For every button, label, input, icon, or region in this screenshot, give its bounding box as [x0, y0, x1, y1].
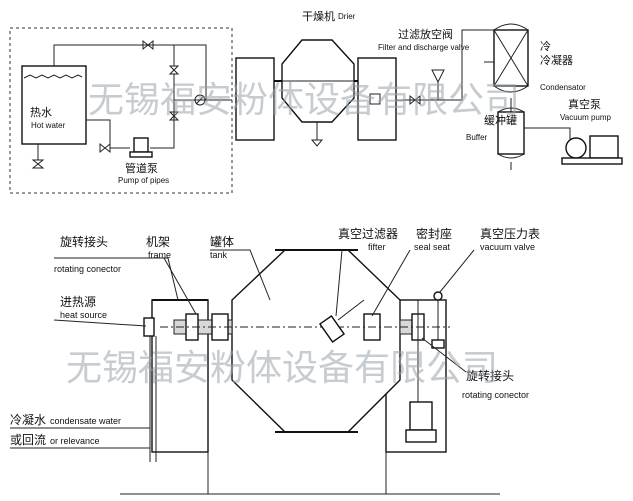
pipe-pump: [129, 137, 153, 158]
drier-label-en: Drier: [338, 12, 356, 21]
vacuum-pump-label-en: Vacuum pump: [560, 113, 612, 122]
heat-source-label-en: heat source: [60, 310, 107, 320]
watermark-bottom: 无锡福安粉体设备有限公司: [66, 348, 498, 389]
leader-lines: [10, 249, 475, 449]
condensate-label-en: condensate water: [50, 416, 121, 426]
relevance-label-en: or relevance: [50, 436, 100, 446]
frame-label-cn: 机架: [146, 235, 170, 249]
hot-water-label-en: Hot water: [31, 121, 66, 130]
condenser: [484, 23, 529, 112]
filter-valve-label-cn: 过滤放空阀: [398, 27, 453, 41]
drier-label-cn: 干燥机: [302, 9, 335, 23]
filter-discharge-valve: [396, 29, 502, 106]
hot-water-label-cn: 热水: [30, 106, 52, 119]
filter-label-en: fifter: [368, 242, 386, 252]
tank-label-cn: 罐体: [210, 235, 234, 249]
vacuum-pump-label-cn: 真空泵: [568, 97, 601, 111]
pump-label-en: Pump of pipes: [118, 176, 169, 185]
hot-water-tank: [21, 56, 87, 169]
condensate-label-cn: 冷凝水: [10, 412, 46, 427]
buffer-label-cn: 缓冲罐: [484, 113, 517, 127]
relevance-label-cn: 或回流: [10, 433, 46, 447]
filter-label-cn: 真空过滤器: [338, 227, 398, 241]
tank-label-en: tank: [210, 250, 228, 260]
condenser-label-en: Condensator: [540, 83, 586, 92]
rotating-connector-right-cn: 旋转接头: [466, 368, 514, 383]
rotating-connector-right-en: rotating conector: [462, 390, 529, 400]
watermark-top: 无锡福安粉体设备有限公司: [88, 80, 520, 121]
rotating-connector-left-cn: 旋转接头: [60, 234, 108, 249]
seal-seat-label-en: seal seat: [414, 242, 451, 252]
hot-water-system-box: [9, 27, 233, 194]
drier-top: [235, 39, 397, 147]
frame-label-en: frame: [148, 250, 171, 260]
seal-seat-label-cn: 密封座: [416, 226, 452, 241]
pump-label-cn: 管道泵: [125, 161, 158, 175]
filter-valve-label-en: Filter and discharge valve: [378, 43, 470, 52]
condenser-label-cn-1: 冷: [540, 40, 551, 53]
rotating-connector-left-en: rotating conector: [54, 264, 121, 274]
buffer-label-en: Buffer: [466, 133, 488, 142]
vacuum-valve-label-cn: 真空压力表: [480, 227, 540, 241]
heat-source-label-cn: 进热源: [60, 295, 96, 309]
vacuum-pump: [561, 135, 623, 165]
condenser-label-cn: 冷凝器: [540, 53, 573, 67]
buffer-tank: [497, 107, 571, 170]
dryer-elevation: [120, 249, 500, 495]
hot-water-piping: [53, 39, 232, 154]
vacuum-valve-label-en: vacuum valve: [480, 242, 535, 252]
